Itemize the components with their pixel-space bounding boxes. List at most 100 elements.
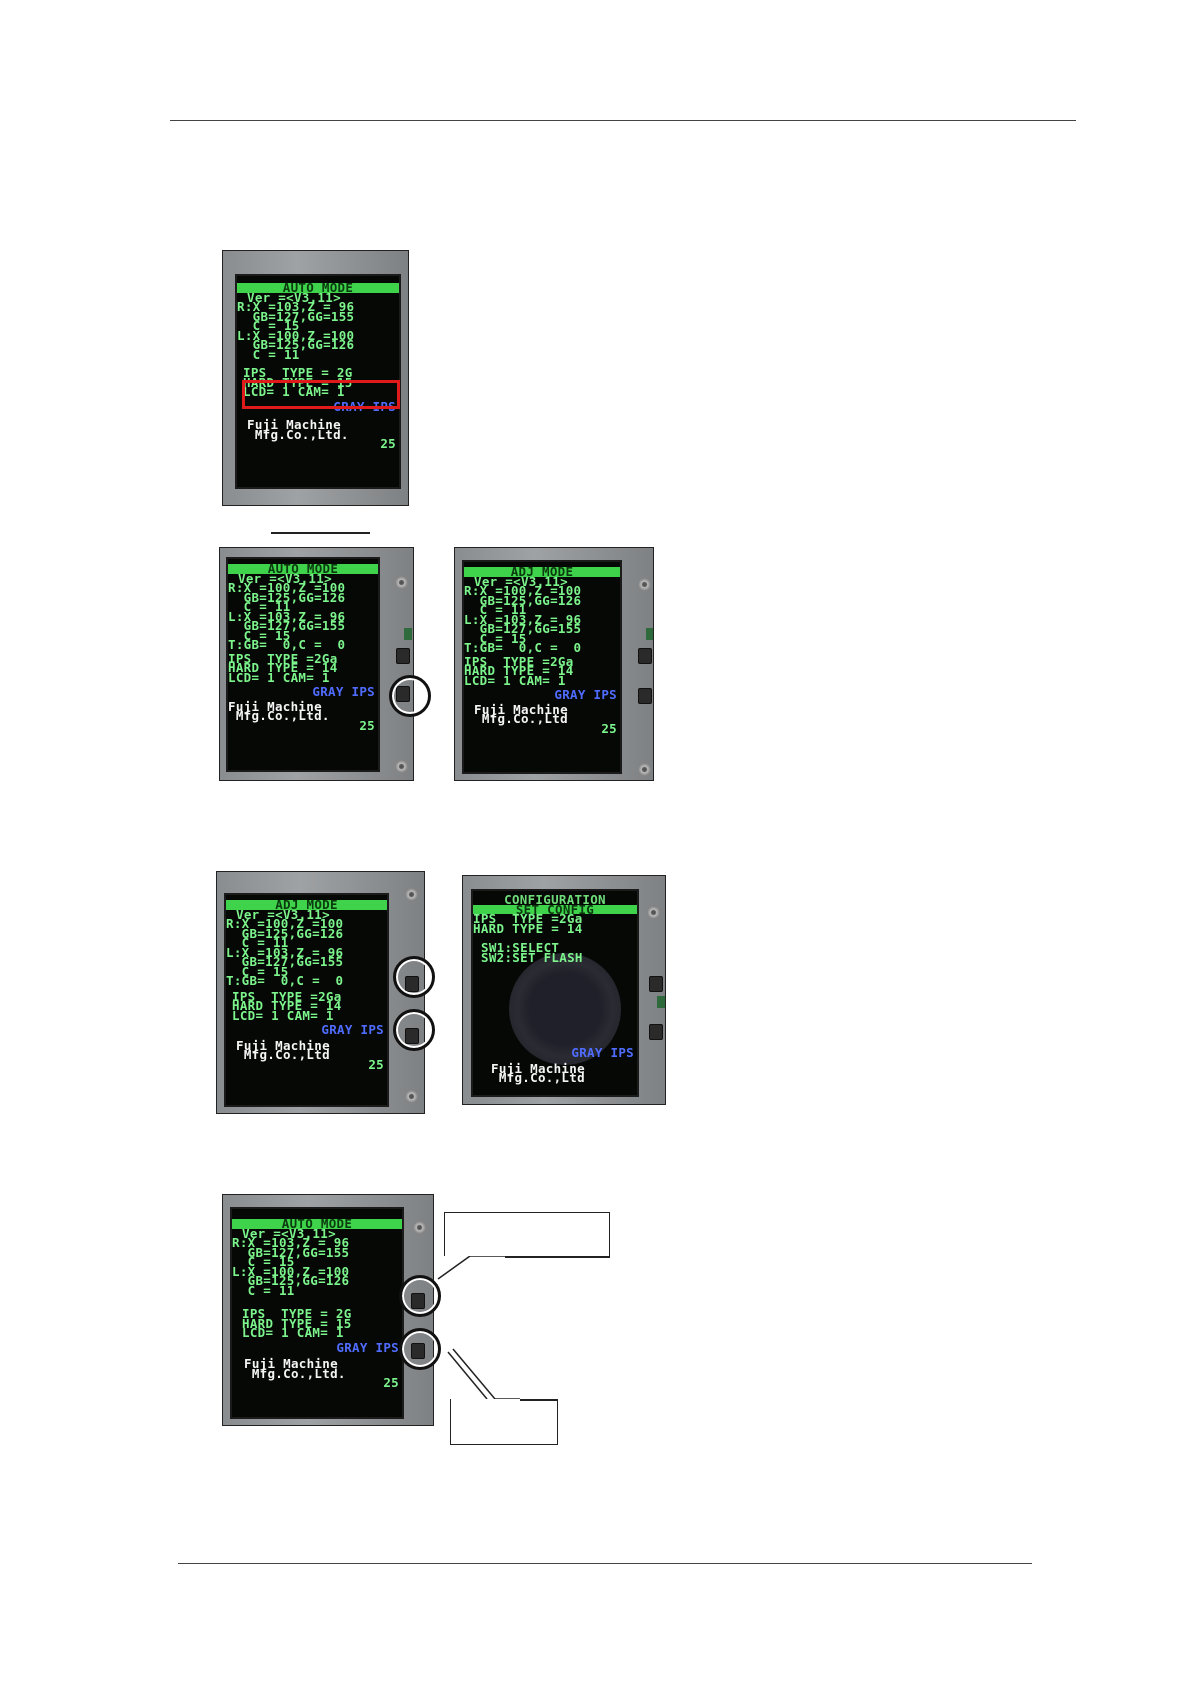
maker-line-2: Mfg.Co.,Ltd: [236, 1047, 330, 1062]
maker-line-1: Fuji Machine: [491, 1060, 585, 1076]
pcb-edge: [646, 628, 653, 640]
button-highlight-circle: [399, 1328, 441, 1370]
dial-knob: [509, 953, 621, 1065]
t-line: T:GB= 0,C = 0: [226, 973, 344, 988]
screw-icon: [638, 578, 651, 591]
pcb-edge: [657, 996, 665, 1008]
ips-type-line: IPS TYPE =2Ga: [232, 988, 342, 1004]
r-gb-line: GB=125,GG=126: [228, 589, 346, 605]
r-c-line: C = 11: [464, 602, 527, 617]
mode-label: GRAY IPS: [321, 1022, 384, 1037]
maker-line-1: Fuji Machine: [236, 1037, 330, 1053]
lcd-screen: CONFIGURATION SET CONFIG IPS TYPE =2Ga H…: [471, 889, 639, 1097]
mode-header: AUTO MODE: [232, 1218, 402, 1229]
maker-line-2: Mfg.Co.,Ltd.: [228, 708, 330, 723]
ips-type-line: IPS TYPE =2Ga: [464, 653, 574, 669]
mode-header: AUTO MODE: [228, 563, 378, 574]
maker-line-2: Mfg.Co.,Ltd: [474, 711, 568, 726]
mode-label: GRAY IPS: [336, 1339, 399, 1355]
mode-header: ADJ MODE: [464, 566, 620, 577]
l-xz-line: L:X =100,Z =100: [237, 327, 355, 343]
sw2-button[interactable]: [638, 688, 652, 704]
lcd-screen: ADJ MODE Ver =<V3.11> R:X =100,Z =100 GB…: [462, 560, 622, 774]
lcd-cam-line: LCD= 1 CAM= 1: [243, 384, 345, 399]
t-line: T:GB= 0,C = 0: [228, 637, 346, 652]
lcd-screen: AUTO MODE Ver =<V3.11> R:X =103,Z = 96 G…: [230, 1207, 404, 1419]
r-xz-line: R:X =100,Z =100: [228, 580, 346, 595]
l-c-line: C = 15: [226, 963, 289, 979]
hard-type-line: HARD TYPE = 14: [464, 663, 574, 678]
l-xz-line: L:X =103,Z = 96: [228, 608, 346, 624]
sw1-button[interactable]: [396, 648, 410, 664]
mode-label: GRAY IPS: [554, 687, 617, 702]
maker-line-2: Mfg.Co.,Ltd.: [247, 426, 349, 442]
header-rule: [170, 120, 1076, 121]
mode-label: GRAY IPS: [312, 684, 375, 699]
r-xz-line: R:X =100,Z =100: [226, 916, 344, 931]
callout-box-sw2: [450, 1399, 558, 1445]
caption-underline: [271, 532, 370, 534]
lcd-photo-5: CONFIGURATION SET CONFIG IPS TYPE =2Ga H…: [462, 875, 666, 1105]
button-highlight-circle: [389, 675, 431, 717]
maker-line-1: Fuji Machine: [228, 698, 322, 714]
config-title: CONFIGURATION: [504, 892, 606, 907]
lcd-cam-line: LCD= 1 CAM= 1: [232, 1007, 334, 1023]
version-line: Ver =<V3.11>: [242, 1225, 336, 1241]
screw-icon: [405, 888, 418, 901]
r-xz-line: R:X =103,Z = 96: [232, 1235, 350, 1250]
pcb-edge: [404, 628, 412, 640]
version-line: Ver =<V3.11>: [474, 573, 568, 589]
lcd-photo-6: AUTO MODE Ver =<V3.11> R:X =103,Z = 96 G…: [222, 1194, 434, 1426]
lcd-photo-4: ADJ MODE Ver =<V3.11> R:X =100,Z =100 GB…: [216, 871, 425, 1114]
maker-line-2: Mfg.Co.,Ltd: [491, 1070, 585, 1085]
sw2-button[interactable]: [649, 1024, 663, 1040]
button-highlight-circle: [393, 956, 435, 998]
lcd-cam-line: LCD= 1 CAM= 1: [464, 672, 566, 688]
version-line: Ver =<V3.11>: [236, 906, 330, 922]
screen-number: 25: [380, 436, 396, 451]
r-xz-line: R:X =103,Z = 96: [237, 299, 355, 314]
sw1-button[interactable]: [649, 976, 663, 992]
ips-type-line: IPS TYPE =2Ga: [228, 650, 338, 666]
r-c-line: C = 15: [237, 318, 300, 333]
l-xz-line: L:X =100,Z =100: [232, 1263, 350, 1279]
sw2-line: SW2:SET FLASH: [481, 949, 583, 965]
l-gb-line: GB=127,GG=155: [228, 618, 346, 633]
l-c-line: C = 15: [228, 627, 291, 643]
button-highlight-circle: [399, 1275, 441, 1317]
screw-icon: [405, 1090, 418, 1103]
r-gb-line: GB=127,GG=155: [237, 308, 355, 324]
l-gb-line: GB=125,GG=126: [232, 1273, 350, 1288]
lcd-photo-2: AUTO MODE Ver =<V3.11> R:X =100,Z =100 G…: [219, 547, 414, 781]
ips-type-line: IPS TYPE = 2G: [243, 365, 353, 380]
screen-number: 25: [368, 1056, 384, 1072]
mode-header: ADJ MODE: [226, 899, 387, 910]
sw1-button[interactable]: [638, 648, 652, 664]
footer-rule: [178, 1563, 1032, 1564]
mode-header: AUTO MODE: [237, 282, 399, 293]
r-gb-line: GB=127,GG=155: [232, 1244, 350, 1260]
button-highlight-circle: [393, 1009, 435, 1051]
l-gb-line: GB=125,GG=126: [237, 337, 355, 352]
maker-line-1: Fuji Machine: [474, 701, 568, 717]
l-c-line: C = 11: [232, 1282, 295, 1298]
lcd-screen: ADJ MODE Ver =<V3.11> R:X =100,Z =100 GB…: [224, 893, 389, 1107]
l-gb-line: GB=127,GG=155: [464, 621, 582, 636]
mode-label: GRAY IPS: [571, 1045, 634, 1060]
ips-type-line: IPS TYPE = 2G: [242, 1306, 352, 1321]
sw1-line: SW1:SELECT: [481, 940, 560, 955]
hard-type-line: HARD TYPE = 14: [228, 660, 338, 675]
screen-number: 25: [383, 1375, 399, 1390]
screw-icon: [395, 576, 408, 589]
screw-icon: [647, 906, 660, 919]
l-xz-line: L:X =103,Z = 96: [226, 944, 344, 960]
set-config-header: SET CONFIG: [473, 903, 637, 915]
r-c-line: C = 11: [228, 599, 291, 614]
ips-type-line: IPS TYPE =2Ga: [473, 911, 583, 926]
l-c-line: C = 11: [237, 346, 300, 362]
callout-box-sw1: [444, 1212, 610, 1256]
lcd-photo-3: ADJ MODE Ver =<V3.11> R:X =100,Z =100 GB…: [454, 547, 654, 781]
hard-type-line: HARD TYPE = 14: [473, 920, 583, 936]
lcd-screen: AUTO MODE Ver =<V3.11> R:X =100,Z =100 G…: [226, 557, 380, 772]
r-c-line: C = 11: [226, 935, 289, 950]
